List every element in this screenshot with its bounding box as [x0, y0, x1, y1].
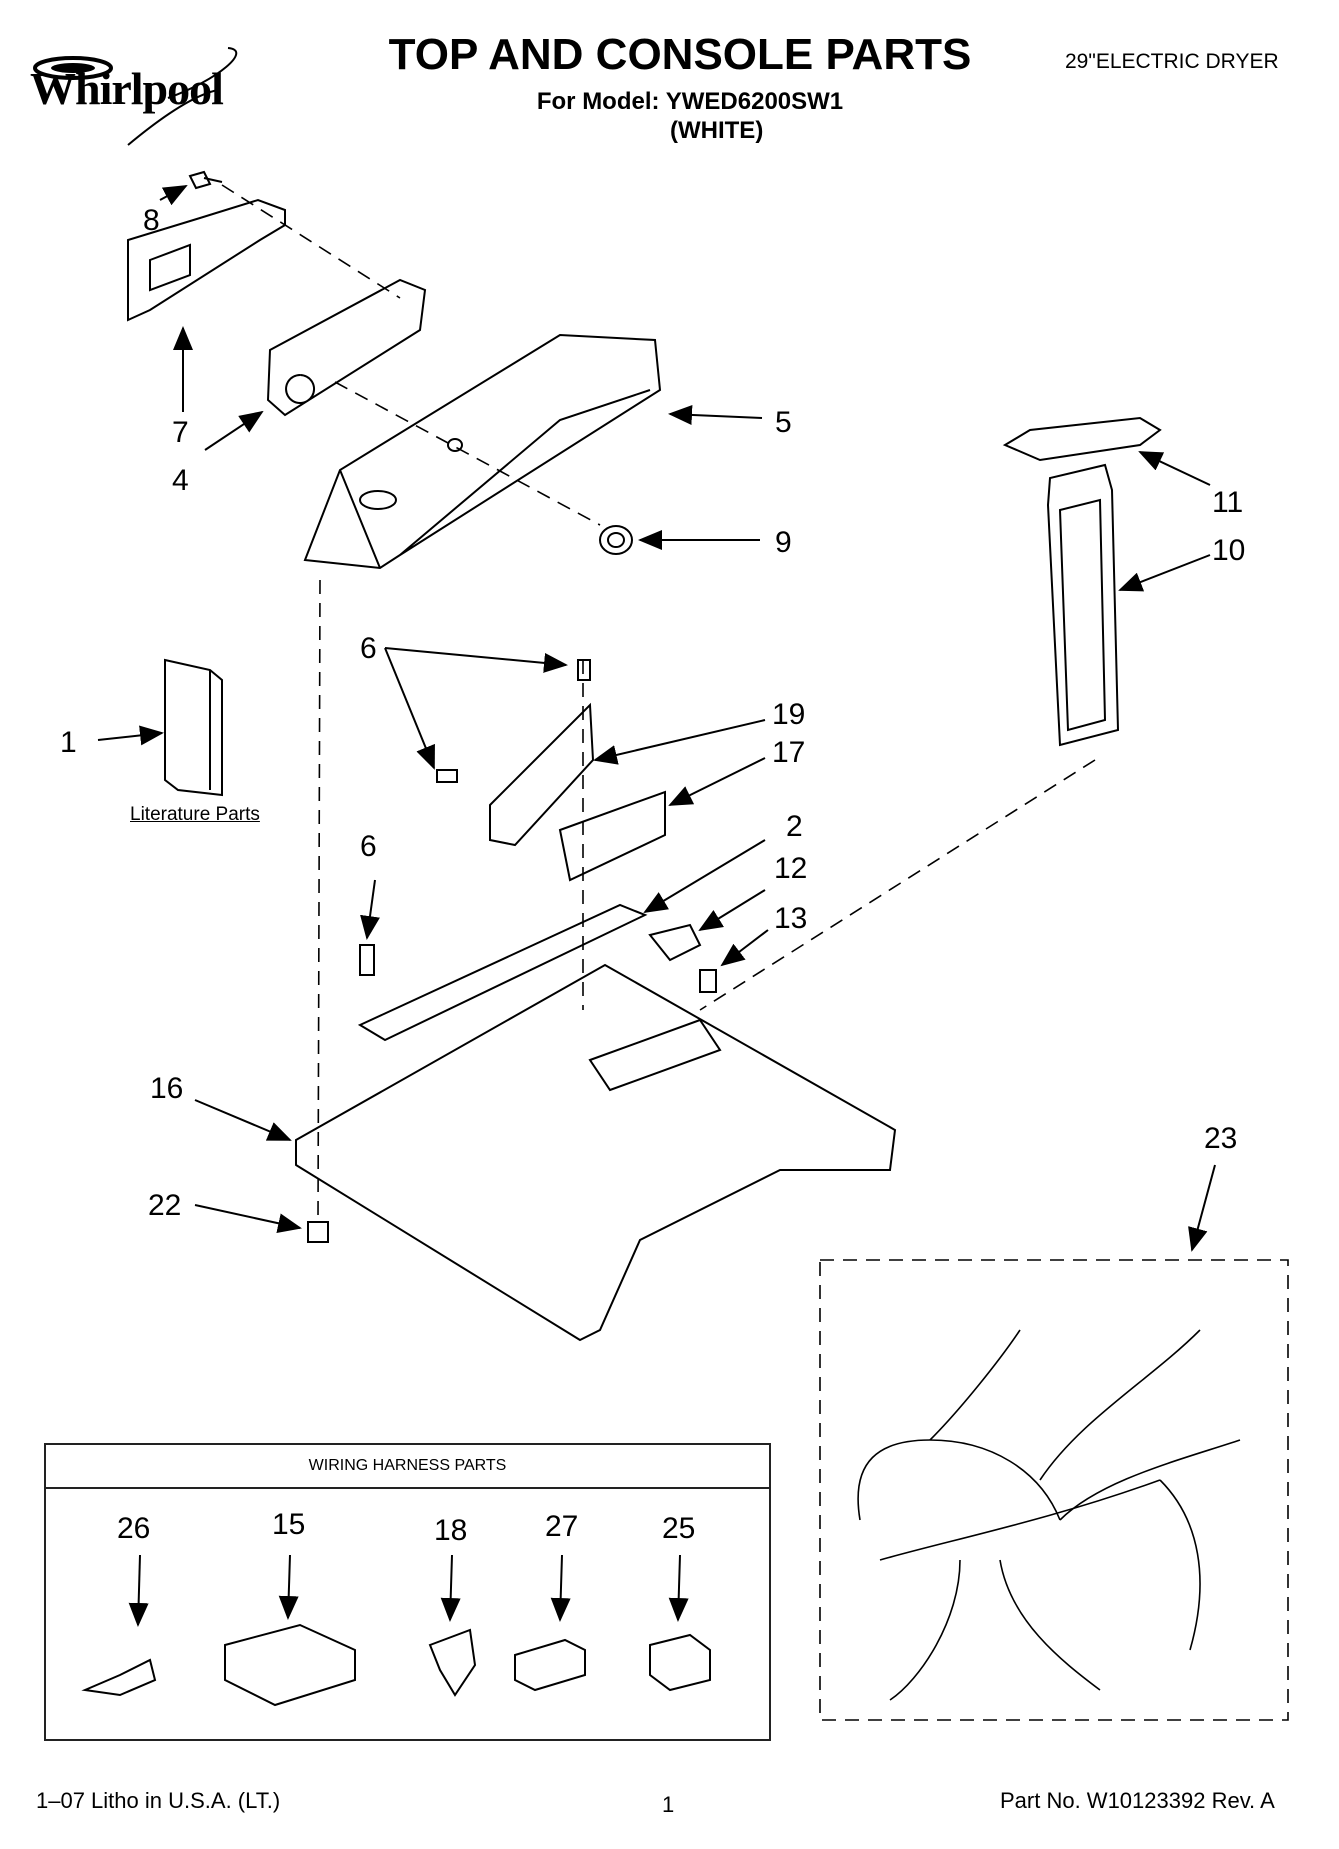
callout-6: 6	[360, 632, 377, 665]
clip-part-12	[648, 923, 702, 962]
literature-part-1	[164, 658, 223, 797]
callout-9: 9	[775, 526, 792, 559]
terminal-part-26	[81, 1658, 157, 1697]
model-line: For Model: YWED6200SW1	[536, 88, 844, 115]
console-knob-hole	[447, 438, 463, 452]
callout-7: 7	[172, 416, 189, 449]
console-part-5	[303, 333, 662, 570]
callout-5: 5	[775, 406, 792, 439]
wiring-harness-part-23	[857, 1329, 1241, 1701]
callout-11: 11	[1212, 486, 1243, 519]
connector-part-15	[224, 1623, 356, 1707]
callout-12: 12	[774, 852, 807, 885]
callout-16: 16	[150, 1072, 183, 1105]
color-line: (WHITE)	[670, 117, 764, 144]
callout-2: 2	[786, 810, 803, 843]
page-number: 1	[662, 1792, 675, 1817]
callout-18: 18	[434, 1514, 467, 1547]
wiring-harness-title: WIRING HARNESS PARTS	[46, 1445, 769, 1489]
screw-part-8	[188, 170, 223, 190]
callout-27: 27	[545, 1510, 578, 1543]
product-type: 29"ELECTRIC DRYER	[1065, 50, 1279, 73]
top-panel-part-16	[295, 963, 897, 1342]
literature-parts-label: Literature Parts	[130, 804, 260, 825]
wiring-harness-area	[819, 1259, 1289, 1721]
callout-1: 1	[60, 726, 77, 759]
bracket-part-25	[649, 1633, 711, 1692]
callout-25: 25	[662, 1512, 695, 1545]
callout-13: 13	[774, 902, 807, 935]
callout-22: 22	[148, 1189, 181, 1222]
clip-part-18	[428, 1628, 477, 1697]
brand-logo: Whirlpool	[30, 63, 224, 114]
page-title: TOP AND CONSOLE PARTS	[388, 30, 972, 79]
knob-part-9	[599, 525, 633, 555]
callout-19: 19	[772, 698, 805, 731]
callout-6: 6	[360, 830, 377, 863]
board-part-4	[266, 278, 427, 417]
brand-logo-swoosh	[33, 47, 238, 146]
block-part-27	[514, 1638, 586, 1692]
callout-8: 8	[143, 204, 160, 237]
bracket-part-19	[489, 702, 595, 847]
callout-17: 17	[772, 736, 805, 769]
filter-cover-part-11	[1002, 416, 1162, 462]
lint-screen-part-10	[1046, 463, 1120, 747]
foot-part-22	[307, 1221, 329, 1243]
module-part-17	[558, 790, 666, 882]
callout-26: 26	[117, 1512, 150, 1545]
callout-4: 4	[172, 464, 189, 497]
strip-part-2	[357, 903, 648, 1042]
callout-23: 23	[1204, 1122, 1237, 1155]
footer-litho: 1–07 Litho in U.S.A. (LT.)	[36, 1788, 281, 1813]
callout-15: 15	[272, 1508, 305, 1541]
callout-10: 10	[1212, 534, 1245, 567]
bracket-part-7	[127, 198, 286, 322]
footer-part-number: Part No. W10123392 Rev. A	[1000, 1788, 1275, 1813]
wiring-harness-box: WIRING HARNESS PARTS	[44, 1443, 771, 1741]
